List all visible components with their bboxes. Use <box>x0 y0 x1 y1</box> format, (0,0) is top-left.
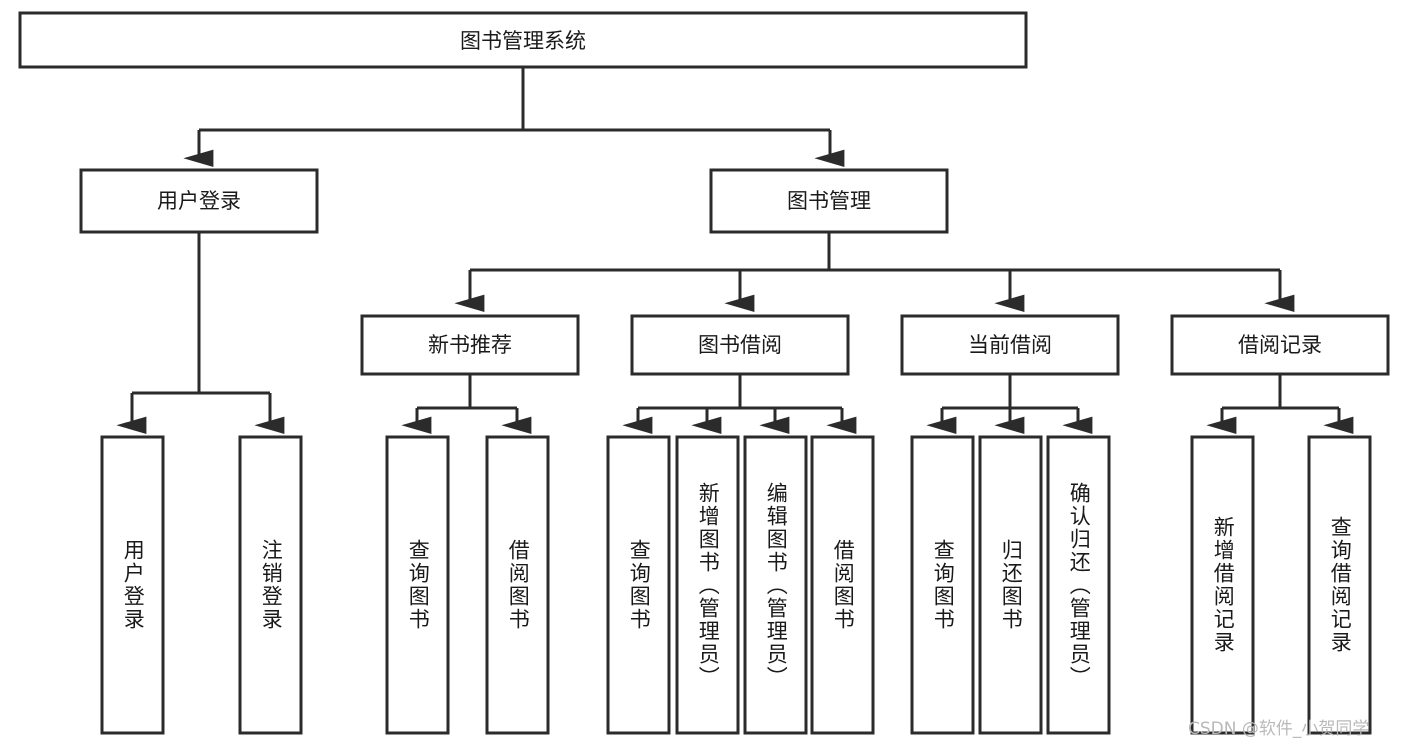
node-new-book-recommend-box[interactable] <box>360 314 580 376</box>
node-book-management-label: 图书管理 <box>787 189 871 213</box>
node-user-login-label: 用户登录 <box>157 189 241 213</box>
node-root-box[interactable] <box>18 11 1028 69</box>
leaf-box-borrow-book-1[interactable] <box>485 435 550 735</box>
node-root-label: 图书管理系统 <box>460 29 586 53</box>
csdn-watermark: CSDN @软件_小贺同学 <box>1188 719 1370 739</box>
node-current-borrow-label: 当前借阅 <box>968 333 1052 357</box>
node-book-borrow-box[interactable] <box>630 314 850 376</box>
leaf-box-user-login[interactable] <box>100 435 165 735</box>
node-new-book-recommend-label: 新书推荐 <box>428 333 512 357</box>
node-user-login-box[interactable] <box>79 168 319 234</box>
leaf-box-query-book-1[interactable] <box>385 435 450 735</box>
node-borrow-record-box[interactable] <box>1170 314 1390 376</box>
leaf-box-borrow-book-2[interactable] <box>810 435 875 735</box>
leaf-box-edit-book-admin[interactable] <box>743 435 808 735</box>
leaf-box-add-borrow-record[interactable] <box>1190 435 1255 735</box>
leaf-box-logout[interactable] <box>238 435 303 735</box>
node-borrow-record-label: 借阅记录 <box>1238 333 1322 357</box>
leaf-box-query-book-3[interactable] <box>910 435 975 735</box>
leaf-box-add-book-admin[interactable] <box>675 435 740 735</box>
node-current-borrow-box[interactable] <box>900 314 1120 376</box>
node-book-management-box[interactable] <box>709 168 949 234</box>
leaf-box-query-borrow-record[interactable] <box>1307 435 1372 735</box>
leaf-box-query-book-2[interactable] <box>606 435 671 735</box>
leaf-box-return-book[interactable] <box>978 435 1043 735</box>
leaf-box-confirm-return-admin[interactable] <box>1046 435 1111 735</box>
node-book-borrow-label: 图书借阅 <box>698 333 782 357</box>
